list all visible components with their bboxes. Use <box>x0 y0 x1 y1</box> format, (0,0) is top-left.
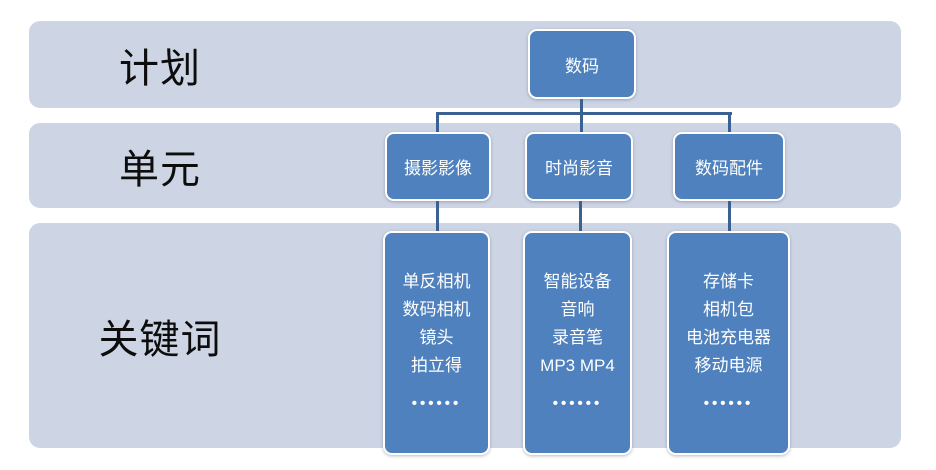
node-keywords-accessories: 存储卡 相机包 电池充电器 移动电源 •••••• <box>667 231 790 455</box>
connector-drop-keyword-1 <box>436 200 439 232</box>
keyword-line: 智能设备 <box>543 272 612 291</box>
node-unit-label: 数码配件 <box>695 159 763 178</box>
row-label-plan: 计划 <box>119 46 201 91</box>
keyword-line: 电池充电器 <box>686 328 771 347</box>
keyword-ellipsis: •••••• <box>411 395 462 412</box>
node-unit-accessories: 数码配件 <box>673 132 785 201</box>
connector-horizontal-bar <box>436 112 732 115</box>
keyword-ellipsis: •••••• <box>703 395 754 412</box>
node-unit-fashion-av: 时尚影音 <box>525 132 633 201</box>
connector-drop-keyword-3 <box>728 200 731 232</box>
connector-drop-keyword-2 <box>579 200 582 232</box>
connector-drop-unit-1 <box>436 114 439 132</box>
keyword-line: 音响 <box>560 300 595 319</box>
node-unit-photography: 摄影影像 <box>385 132 491 201</box>
keyword-line: 拍立得 <box>411 356 462 375</box>
keyword-line: 单反相机 <box>402 272 471 291</box>
keyword-line: 移动电源 <box>694 356 763 375</box>
node-root-label: 数码 <box>565 56 599 76</box>
keyword-line: 相机包 <box>703 300 754 319</box>
keyword-line: 镜头 <box>419 328 454 347</box>
row-label-keyword: 关键词 <box>98 317 222 362</box>
node-root-digital: 数码 <box>528 29 636 99</box>
row-band-plan <box>29 21 901 108</box>
node-keywords-photography: 单反相机 数码相机 镜头 拍立得 •••••• <box>383 231 490 455</box>
keyword-line: 录音笔 <box>552 328 603 347</box>
keyword-ellipsis: •••••• <box>552 395 603 412</box>
connector-root-down <box>580 98 583 114</box>
keyword-line: 数码相机 <box>402 300 471 319</box>
keyword-line: MP3 MP4 <box>540 356 615 375</box>
connector-drop-unit-2 <box>580 114 583 132</box>
keyword-line: 存储卡 <box>703 272 754 291</box>
node-keywords-fashion-av: 智能设备 音响 录音笔 MP3 MP4 •••••• <box>523 231 632 455</box>
node-unit-label: 时尚影音 <box>545 159 613 178</box>
row-label-unit: 单元 <box>119 147 201 192</box>
node-unit-label: 摄影影像 <box>404 159 472 178</box>
connector-drop-unit-3 <box>728 114 731 132</box>
